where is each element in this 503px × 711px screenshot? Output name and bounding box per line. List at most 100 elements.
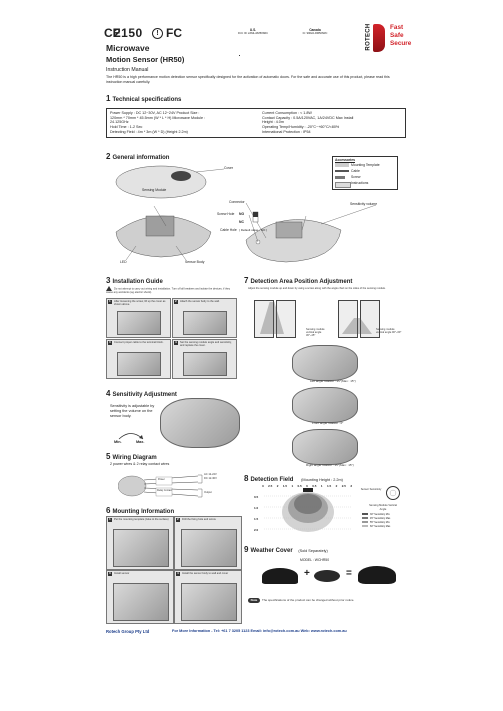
- label-default: ( Default value : NO ): [239, 228, 268, 232]
- label-sensing-module: Sensing Module: [142, 188, 167, 192]
- accessory-label: Screw: [351, 175, 361, 179]
- field-y-labels: 0.5 1.0 1.5 2.0: [254, 495, 259, 532]
- cert-block: 2150 CE ! FC: [104, 26, 226, 42]
- intro-text: The HR50 is a high performance motion de…: [106, 75, 390, 84]
- wiring-diagram: Power Relay Contact AC 12-24V DC 12-30V …: [118, 470, 228, 502]
- mount-step-4: 4 Install the sensor body to wall and co…: [174, 570, 242, 624]
- angle-legend-item: 45° Sensitivity Max.: [362, 517, 391, 521]
- footer-info: For More Information - Tel: +61 7 3205 1…: [172, 629, 347, 633]
- brand-r-icon: [373, 24, 385, 52]
- terminal-output: Output: [204, 491, 212, 494]
- fc-mark: FC: [166, 26, 182, 40]
- spec-row: Power Supply : DC 12~30V, AC 12~24V Prod…: [110, 111, 200, 115]
- brand-logo: ROTECH Fast Safe Secure: [364, 22, 414, 56]
- brand-tag-safe: Safe: [390, 32, 404, 39]
- mount-step-3: 3 Install sensor: [106, 570, 174, 624]
- step-photo: [183, 311, 227, 335]
- sensitivity-text: Sensitivity is adjustable by setting the…: [110, 404, 155, 418]
- ce-mark: CE: [104, 26, 121, 40]
- front-rotation-photo: [292, 387, 358, 423]
- manual-title: Instruction Manual: [106, 67, 149, 73]
- mount-photo: [113, 583, 169, 621]
- terminal-ac: AC 12-24V: [204, 473, 217, 476]
- install-warning: Do not attempt to carry out wiring and i…: [106, 286, 231, 294]
- label-connector: Connector: [229, 200, 245, 204]
- header-dot: [239, 55, 240, 56]
- angle-legend-item: 60° Sensitivity Max.: [362, 525, 391, 529]
- accessory-item: [335, 163, 349, 167]
- mount-step-2: 2 Drill the fixing hole and screw: [174, 516, 242, 570]
- wiring-sensor-shape: [118, 475, 147, 497]
- us-reg: FCC ID: 2AML-RM50SRC: [237, 32, 269, 35]
- alert-icon: !: [152, 28, 163, 39]
- label-screw-hole: Screw Hole: [217, 212, 235, 216]
- spec-right: Current Consumption : < 1.8W Contact Cap…: [262, 111, 402, 135]
- label-no: NO: [239, 212, 245, 216]
- mount-photo: [113, 529, 169, 567]
- weather-cover-icon: [262, 568, 298, 584]
- combined-unit-icon: [358, 566, 396, 584]
- accessory-item: [335, 170, 349, 172]
- door-icon: [254, 300, 274, 338]
- spec-row: Detecting Field : 4m * 3m (W * D) (Heigh…: [110, 129, 188, 134]
- terminal-shape: [275, 221, 303, 239]
- module-shape: [145, 215, 175, 237]
- mount-photo: [181, 583, 237, 621]
- label-nc: NC: [239, 220, 244, 224]
- spec-row: Height : 4.0m: [262, 120, 284, 125]
- accessory-label: Mounting Template: [351, 163, 380, 167]
- left-rotation-photo: [292, 345, 358, 381]
- brand-tag-secure: Secure: [390, 40, 412, 47]
- title-line1: Microwave: [106, 43, 150, 53]
- right-rotation-cap: Right angle rotation : 15°(Max : 15°): [306, 463, 354, 467]
- cover-dark-tip: [171, 171, 191, 181]
- step-photo: [117, 311, 161, 335]
- weather-model: MODEL : WCHR50: [300, 558, 330, 562]
- spec-left: Power Supply : DC 12~30V, AC 12~24V Prod…: [110, 111, 255, 135]
- accessory-label: Cable: [351, 169, 360, 173]
- brand-tag-fast: Fast: [390, 24, 404, 31]
- angle-legend: 30° Sensitivity Min. 45° Sensitivity Max…: [362, 513, 391, 529]
- sensitivity-min: Min.: [114, 440, 122, 444]
- step-photo: [183, 352, 227, 376]
- wire-label-relay: Relay Contact: [157, 489, 173, 492]
- cover-shape: [115, 165, 207, 199]
- wire-label-power: Power: [158, 478, 165, 481]
- label-cover: Cover: [224, 166, 234, 170]
- sensitivity-photo: [160, 398, 240, 448]
- detect-adj-left: [254, 298, 318, 342]
- us-label: U.S.: [249, 28, 257, 32]
- install-step-2: 2 Attach the sensor body to the wall.: [172, 298, 237, 338]
- right-rotation-photo: [292, 429, 358, 465]
- spec-row: 24.125GHz: [110, 120, 129, 125]
- title-line2: Motion Sensor (HR50): [106, 55, 185, 64]
- label-led: LED: [120, 260, 127, 264]
- accessories-box: Accessories Mounting Template Cable Scre…: [332, 156, 398, 190]
- sensor-unit-icon: [314, 570, 340, 582]
- field-zone-inner: [294, 494, 322, 514]
- accessory-item: [335, 182, 351, 188]
- label-cable-hole: Cable Hole: [220, 228, 237, 232]
- brand-vertical: ROTECH: [365, 23, 372, 51]
- label-sensitivity-volume: Sensitivity volume: [350, 202, 378, 206]
- accessories-title: Accessories: [335, 158, 355, 162]
- door-icon: [338, 300, 358, 338]
- adj-right-cap: Sensing module vertical angle 90°~60°: [376, 328, 402, 334]
- detection-adj-note: Adjust the sensing module up and down by…: [248, 287, 386, 290]
- base-shape: [245, 219, 342, 263]
- note-badge: Note: [248, 598, 260, 603]
- canada-cert: Canada IC: 9962A-RM50SRC: [280, 28, 350, 36]
- sensitivity-max: Max.: [136, 440, 145, 444]
- footer-company: Rotech Group Pty Ltd: [106, 629, 150, 634]
- angle-legend-item: 55° Sensitivity Min.: [362, 521, 391, 525]
- product-title: Microwave Motion Sensor (HR50) Instructi…: [106, 43, 184, 73]
- field-sensor-mark: [303, 488, 313, 492]
